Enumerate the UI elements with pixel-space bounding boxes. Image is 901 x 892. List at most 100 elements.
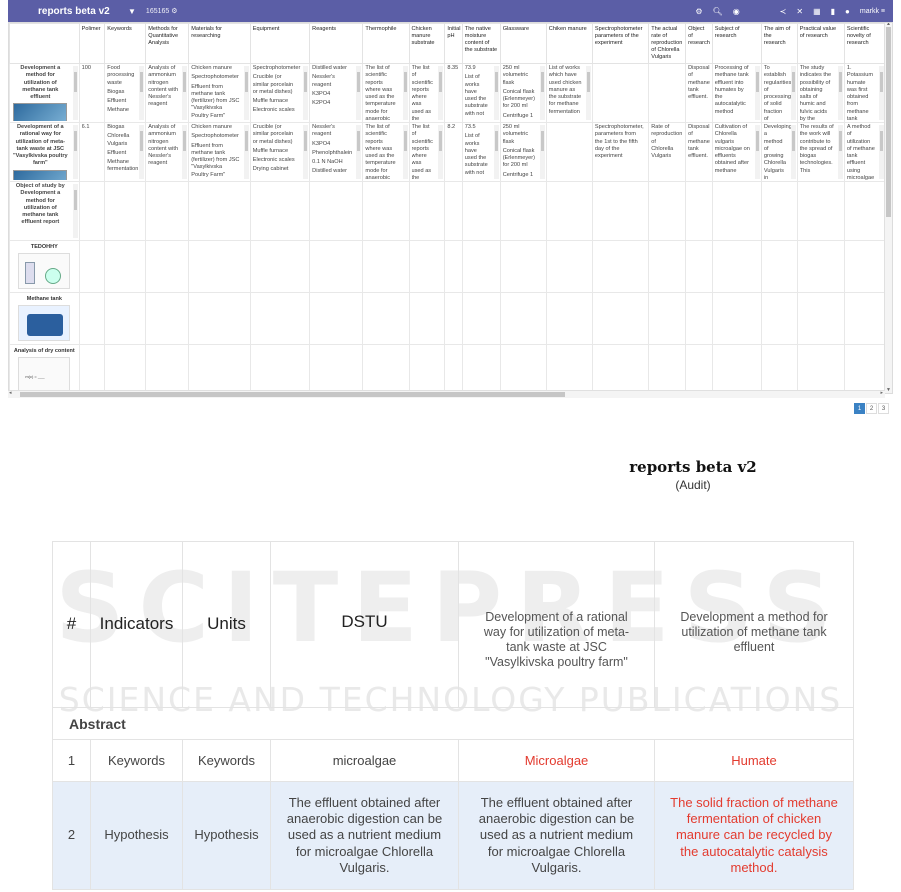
eye-icon[interactable]: ◉ [732,6,740,16]
empty-cell[interactable] [760,344,798,393]
grid-cell-keywords[interactable] [104,181,147,241]
grid-cell-polimer[interactable] [78,181,106,241]
grid-cell-subject[interactable] [711,181,762,241]
grid-cell-polimer[interactable]: 6.1 [78,122,106,182]
cell-scrollbar[interactable] [754,66,760,120]
grid-cell-ph[interactable]: 8.2 [444,122,463,182]
empty-cell[interactable] [461,239,501,294]
empty-cell[interactable] [545,292,593,346]
empty-cell[interactable] [796,344,845,393]
grid-cell-object[interactable]: Disposal of methane tank effluent. [685,63,713,123]
grid-cell-practical[interactable]: The study indicates the possibility of o… [796,63,845,123]
share-icon[interactable]: ≺ [779,6,787,16]
search-icon[interactable]: 🔍︎ [712,6,723,16]
grid-cell-glassware[interactable] [499,181,547,241]
grid-cell-practical[interactable]: The results of the work will contribute … [796,122,845,182]
scroll-down-icon[interactable]: ▼ [886,387,891,393]
grid-cell-methods[interactable]: Analysis of ammonium nitrogen content wi… [145,63,190,123]
empty-cell[interactable] [711,292,762,346]
empty-cell[interactable] [685,292,713,346]
cell-scrollbar[interactable] [139,66,145,120]
grid-cell-equipment[interactable] [249,181,311,241]
empty-cell[interactable] [309,239,364,294]
empty-cell[interactable] [591,292,650,346]
cell-scrollbar[interactable] [182,66,188,120]
file-preview-cell[interactable]: Methane tank [9,292,80,346]
empty-cell[interactable] [104,344,147,393]
empty-cell[interactable] [685,344,713,393]
empty-cell[interactable] [188,344,251,393]
grid-icon[interactable]: ▦ [813,6,821,16]
column-header[interactable]: Reagents [309,23,364,64]
vertical-scrollbar[interactable]: ▲ ▼ [884,23,892,393]
column-header[interactable]: Scientific novelty of research [843,23,887,64]
column-header[interactable]: Subject of research [711,23,762,64]
empty-cell[interactable] [591,239,650,294]
cell-scrollbar[interactable] [790,66,796,120]
grid-cell-methods[interactable] [145,181,190,241]
empty-cell[interactable] [499,344,547,393]
scroll-right-icon[interactable]: ▸ [880,390,883,396]
column-header[interactable]: Practical value of research [796,23,845,64]
file-preview-cell[interactable]: Analysis of dry content [9,344,80,393]
empty-cell[interactable] [78,239,106,294]
cell-scrollbar[interactable] [493,66,499,120]
empty-cell[interactable] [685,239,713,294]
empty-cell[interactable] [104,239,147,294]
help-icon[interactable]: ● [845,6,850,16]
cell-scrollbar[interactable] [402,66,408,120]
cell-scrollbar[interactable] [402,125,408,179]
cell-scrollbar[interactable] [356,66,362,120]
grid-cell-aim[interactable] [760,181,798,241]
column-header[interactable]: Object of research [685,23,713,64]
page-2-button[interactable]: 2 [866,403,877,414]
column-header[interactable]: Equipment [249,23,311,64]
empty-cell[interactable] [408,239,446,294]
column-header[interactable]: Chicken manure substrate [408,23,446,64]
cell-scrollbar[interactable] [837,125,843,179]
empty-cell[interactable] [545,239,593,294]
report-thumbnail[interactable] [13,103,68,121]
cell-scrollbar[interactable] [438,66,444,120]
column-header[interactable]: The actual rate of reproduction of Chlor… [648,23,687,64]
shuffle-icon[interactable]: ✕ [796,6,804,16]
column-header[interactable]: Spectrophotometer parameters of the expe… [591,23,650,64]
grid-cell-reagents[interactable] [309,181,364,241]
empty-cell[interactable] [648,239,687,294]
cell-scrollbar[interactable] [754,125,760,179]
empty-cell[interactable] [249,239,311,294]
empty-cell[interactable] [461,344,501,393]
cell-scrollbar[interactable] [303,66,309,120]
grid-cell-novelty[interactable]: 1. Potassium humate was first obtained f… [843,63,887,123]
empty-cell[interactable] [843,239,887,294]
app-title[interactable]: reports beta v2 [38,5,110,17]
file-preview-image[interactable] [18,357,71,393]
grid-cell-object[interactable] [685,181,713,241]
cell-scrollbar[interactable] [837,66,843,120]
cell-scrollbar[interactable] [539,125,545,179]
file-preview-cell[interactable]: TEDOHHY [9,239,80,294]
grid-cell-chiken[interactable] [545,122,593,182]
grid-cell-object[interactable]: Disposal of methane tank effluent. [685,122,713,182]
empty-cell[interactable] [362,292,410,346]
empty-cell[interactable] [499,292,547,346]
scroll-up-icon[interactable]: ▲ [886,22,891,27]
settings-icon[interactable]: ⚙ [695,6,703,16]
grid-row[interactable]: Object of study by Development a method … [9,181,887,241]
cell-scrollbar[interactable] [182,125,188,179]
grid-cell-ph[interactable] [444,181,463,241]
horizontal-scrollbar[interactable]: ◂ ▸ [8,390,885,398]
row-title-cell[interactable]: Development of a rational way for utiliz… [9,122,80,182]
empty-cell[interactable] [104,292,147,346]
empty-cell[interactable] [78,344,106,393]
user-menu[interactable]: markk ≡ [860,8,885,15]
cell-scrollbar[interactable] [438,125,444,179]
grid-cell-novelty[interactable] [843,181,887,241]
grid-cell-thermophile[interactable] [362,181,410,241]
